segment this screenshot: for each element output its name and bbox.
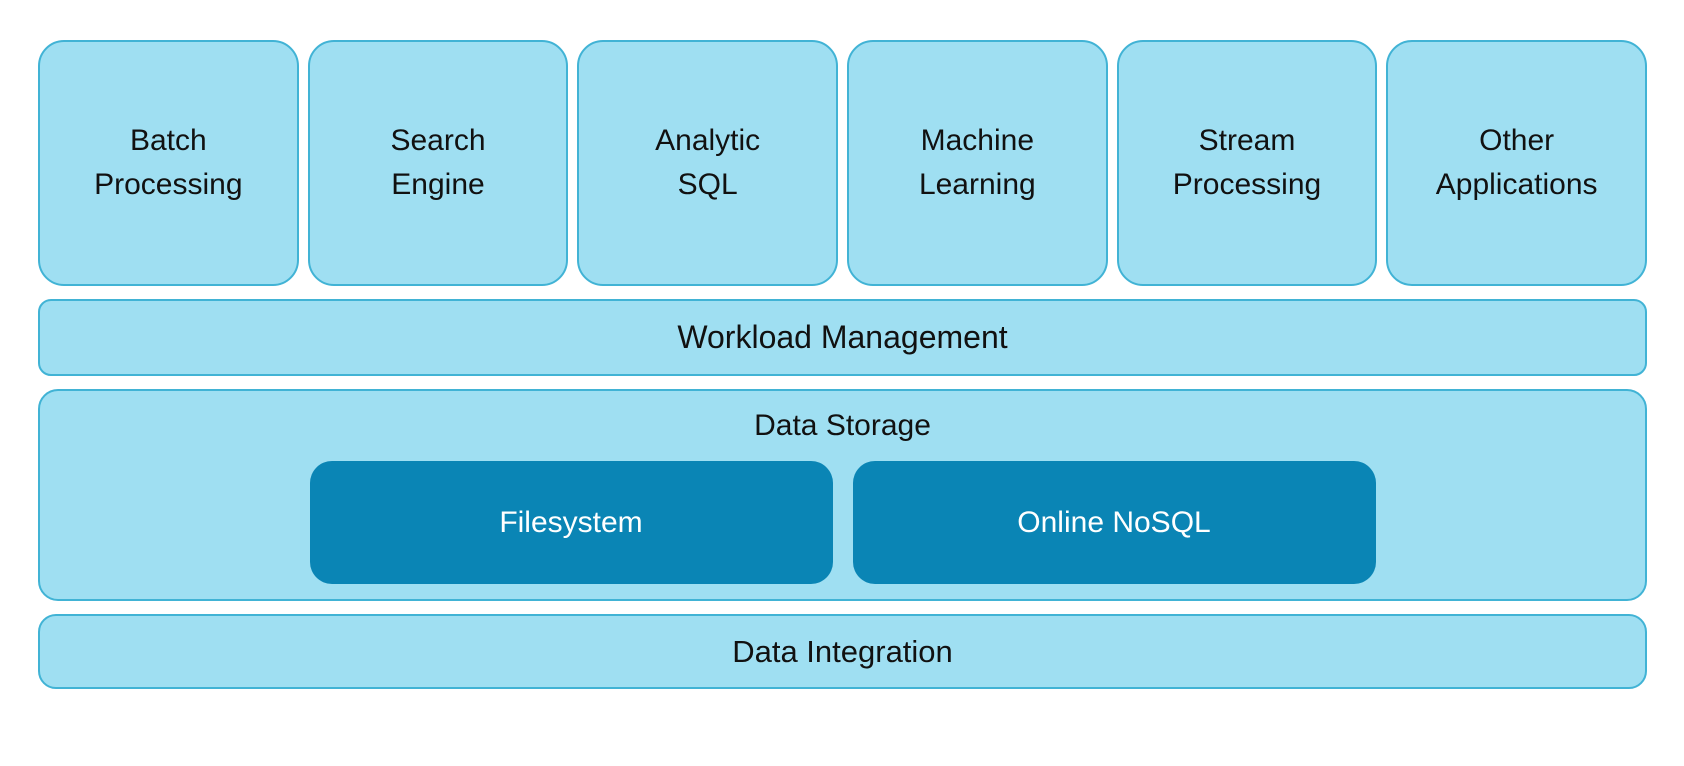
data-integration-label: Data Integration — [732, 633, 953, 669]
online-nosql-label: Online NoSQL — [1017, 505, 1211, 539]
stream-processing-box: Stream Processing — [1116, 40, 1378, 286]
workload-management-label: Workload Management — [677, 319, 1008, 355]
analytic-sql-box: Analytic SQL — [577, 40, 838, 286]
architecture-stack: Batch Processing Search Engine Analytic … — [38, 40, 1647, 689]
filesystem-label: Filesystem — [499, 505, 643, 539]
online-nosql-box: Online NoSQL — [852, 461, 1376, 584]
data-storage-boxes: Filesystem Online NoSQL — [40, 461, 1645, 584]
other-applications-label-line2: Applications — [1435, 168, 1598, 201]
machine-learning-label-line1: Machine — [920, 124, 1035, 157]
search-engine-box: Search Engine — [307, 40, 569, 286]
machine-learning-box: Machine Learning — [846, 40, 1108, 286]
stream-processing-label-line2: Processing — [1172, 168, 1322, 201]
other-applications-box: Other Applications — [1386, 40, 1647, 286]
analytic-sql-label-line2: SQL — [677, 168, 738, 201]
other-applications-label-line1: Other — [1479, 124, 1555, 157]
applications-row: Batch Processing Search Engine Analytic … — [38, 40, 1647, 286]
filesystem-box: Filesystem — [309, 461, 833, 584]
batch-processing-label-line1: Batch — [129, 124, 207, 157]
analytic-sql-label-line1: Analytic — [655, 124, 761, 157]
machine-learning-label-line2: Learning — [918, 168, 1036, 201]
data-integration-layer: Data Integration — [38, 614, 1647, 689]
batch-processing-label-line2: Processing — [94, 168, 243, 201]
workload-management-layer: Workload Management — [38, 299, 1647, 376]
search-engine-label-line1: Search — [390, 124, 486, 157]
batch-processing-box: Batch Processing — [38, 40, 299, 286]
search-engine-label-line2: Engine — [391, 168, 485, 201]
data-storage-title: Data Storage — [754, 409, 931, 442]
stream-processing-label-line1: Stream — [1198, 124, 1296, 157]
data-storage-layer: Data Storage Filesystem Online NoSQL — [38, 389, 1647, 601]
